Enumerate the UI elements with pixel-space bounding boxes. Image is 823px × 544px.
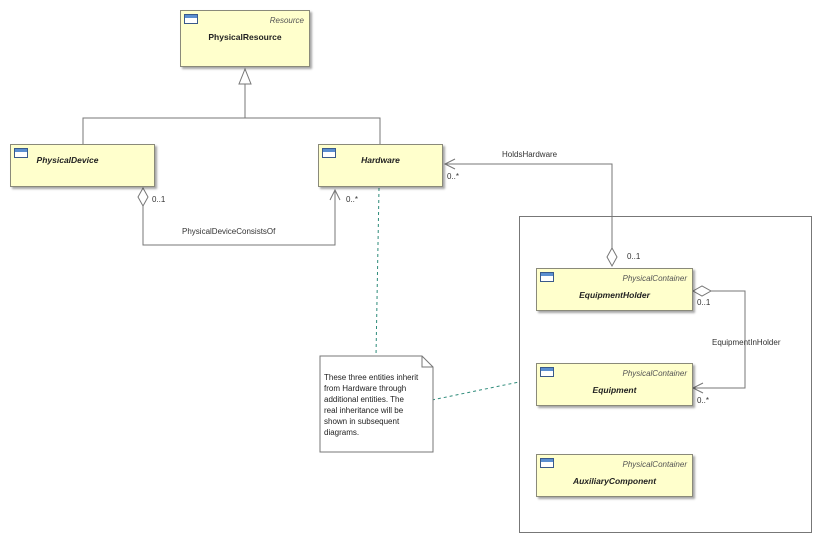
class-physical-resource[interactable]: Resource PhysicalResource bbox=[180, 10, 310, 67]
class-name: Hardware bbox=[361, 155, 400, 165]
holds-hardware-aggregation-diamond bbox=[606, 246, 618, 268]
class-physical-device[interactable]: PhysicalDevice bbox=[10, 144, 155, 187]
class-icon bbox=[540, 367, 554, 377]
class-stereotype: Resource bbox=[269, 16, 304, 25]
class-equipment[interactable]: PhysicalContainer Equipment bbox=[536, 363, 693, 406]
class-equipment-holder[interactable]: PhysicalContainer EquipmentHolder bbox=[536, 268, 693, 311]
class-auxiliary-component[interactable]: PhysicalContainer AuxiliaryComponent bbox=[536, 454, 693, 497]
equipment-holder-aggregation-diamond bbox=[691, 285, 713, 297]
generalization-arrowhead bbox=[238, 67, 252, 85]
physical-container-boundary[interactable] bbox=[519, 216, 812, 533]
class-stereotype: PhysicalContainer bbox=[622, 460, 687, 469]
class-name: AuxiliaryComponent bbox=[572, 476, 657, 486]
note-links bbox=[375, 187, 520, 401]
class-name: EquipmentHolder bbox=[579, 290, 650, 300]
class-name: PhysicalDevice bbox=[36, 155, 99, 165]
class-hardware[interactable]: Hardware bbox=[318, 144, 443, 187]
class-icon bbox=[322, 148, 336, 158]
class-icon bbox=[540, 272, 554, 282]
holds-hardware-label[interactable]: HoldsHardware bbox=[502, 150, 558, 159]
physical-device-target-multiplicity: 0..* bbox=[346, 195, 359, 204]
equipment-in-holder-connector bbox=[691, 290, 746, 394]
class-icon bbox=[14, 148, 28, 158]
holds-hardware-hardware-multiplicity: 0..* bbox=[447, 172, 460, 181]
note-fold bbox=[421, 356, 433, 368]
physical-device-source-multiplicity: 0..1 bbox=[152, 195, 166, 204]
note-shape bbox=[319, 355, 434, 453]
class-stereotype: PhysicalContainer bbox=[622, 274, 687, 283]
class-icon bbox=[540, 458, 554, 468]
physical-device-consists-of-connector bbox=[142, 188, 341, 246]
generalization-connector bbox=[82, 84, 381, 144]
physical-device-aggregation-diamond bbox=[137, 186, 149, 208]
physical-device-consists-of-label[interactable]: PhysicalDeviceConsistsOf bbox=[182, 227, 276, 236]
class-stereotype: PhysicalContainer bbox=[622, 369, 687, 378]
equipment-in-holder-label[interactable]: EquipmentInHolder bbox=[712, 338, 781, 347]
note-text[interactable]: These three entities inherit from Hardwa… bbox=[324, 373, 419, 437]
holds-hardware-connector bbox=[443, 158, 613, 248]
class-name: PhysicalResource bbox=[208, 32, 282, 42]
equipment-in-holder-holder-multiplicity: 0..1 bbox=[697, 298, 711, 307]
class-name: Equipment bbox=[592, 385, 637, 395]
class-icon bbox=[184, 14, 198, 24]
holds-hardware-holder-multiplicity: 0..1 bbox=[627, 252, 641, 261]
equipment-in-holder-equipment-multiplicity: 0..* bbox=[697, 396, 710, 405]
